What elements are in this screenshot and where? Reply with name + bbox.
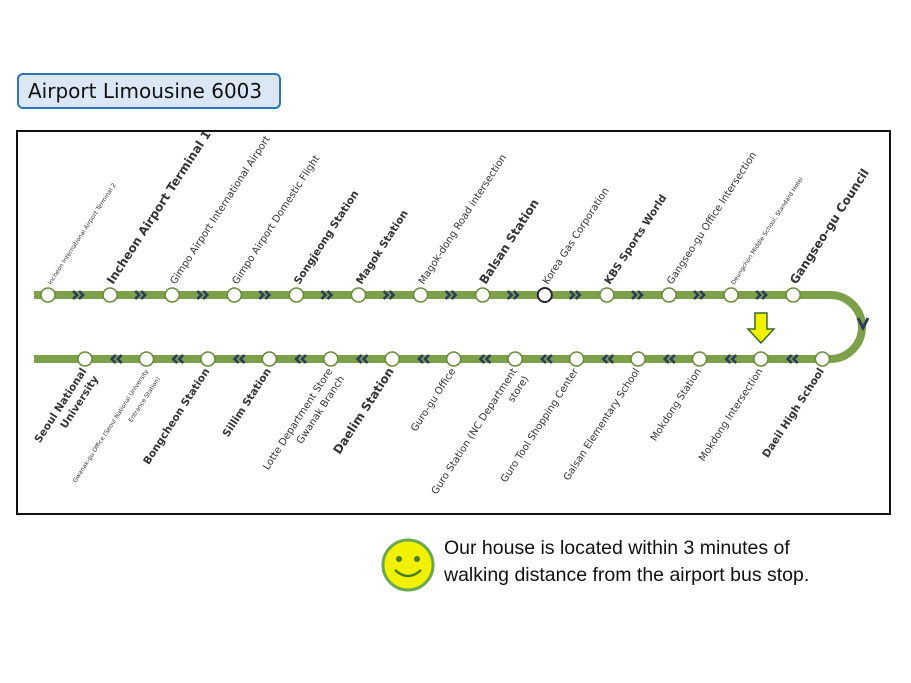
direction-chevron-icon xyxy=(300,354,307,364)
smiley-icon xyxy=(381,538,435,592)
station-marker xyxy=(412,287,429,303)
direction-chevron-icon xyxy=(264,290,272,300)
direction-chevron-icon xyxy=(506,290,514,300)
station-marker xyxy=(138,351,155,367)
direction-chevron-icon xyxy=(134,290,141,300)
direction-chevron-icon xyxy=(177,354,185,364)
direction-chevron-icon xyxy=(388,290,396,300)
direction-chevron-icon xyxy=(78,290,85,300)
direction-chevron-icon xyxy=(662,354,670,364)
direction-chevron-icon xyxy=(320,290,328,300)
direction-chevron-icon xyxy=(72,290,79,300)
direction-chevron-icon xyxy=(601,354,609,364)
direction-chevron-icon xyxy=(196,290,204,300)
direction-chevron-icon xyxy=(417,354,424,364)
station-marker xyxy=(323,351,339,367)
direction-chevron-icon xyxy=(294,354,301,364)
station-marker xyxy=(723,287,739,303)
route-map-frame xyxy=(16,130,891,515)
station-marker xyxy=(288,287,305,303)
station-label: Korea Gas Corporation xyxy=(541,186,612,287)
direction-chevron-icon xyxy=(115,354,123,364)
direction-chevron-icon xyxy=(761,290,768,300)
station-label: Galsan Elementary School xyxy=(562,367,643,483)
station-label: Daeil High School xyxy=(760,366,827,460)
route-line xyxy=(34,291,866,363)
direction-chevron-icon xyxy=(202,290,210,300)
station-marker xyxy=(164,287,180,303)
station-marker xyxy=(40,287,56,303)
station-marker xyxy=(630,351,646,367)
station-marker xyxy=(814,351,831,367)
direction-chevron-icon xyxy=(668,354,676,364)
station-marker xyxy=(445,351,462,367)
station-marker xyxy=(536,287,553,303)
station-marker xyxy=(507,351,523,367)
direction-chevron-icon xyxy=(382,290,390,300)
direction-chevron-icon xyxy=(361,354,369,364)
direction-chevron-icon xyxy=(607,354,615,364)
station-label: Incheon Airport Terminal 1 xyxy=(104,128,214,287)
station-marker xyxy=(785,287,801,303)
direction-chevron-icon xyxy=(450,290,458,300)
station-marker xyxy=(753,351,769,367)
direction-chevron-icon xyxy=(109,354,117,364)
station-label: Guro-gu Office xyxy=(409,367,458,434)
direction-chevron-icon xyxy=(171,354,179,364)
station-marker xyxy=(102,287,118,303)
station-marker xyxy=(384,351,400,367)
station-label: Mokdong Station xyxy=(649,367,704,444)
station-marker xyxy=(661,287,677,303)
direction-chevron-icon xyxy=(568,290,576,300)
station-marker xyxy=(691,351,708,367)
direction-chevron-icon xyxy=(724,354,732,364)
station-label: Incheon International Airport Terminal 2 xyxy=(47,182,118,286)
direction-chevron-icon xyxy=(238,354,246,364)
direction-chevron-icon xyxy=(512,290,520,300)
note-line-2: walking distance from the airport bus st… xyxy=(444,564,810,586)
station-marker xyxy=(226,287,243,303)
station-marker xyxy=(261,351,278,367)
station-marker xyxy=(350,287,367,303)
you-are-here-arrow-icon xyxy=(746,312,776,345)
direction-chevron-icon xyxy=(730,354,738,364)
direction-chevron-icon xyxy=(637,290,644,300)
direction-chevron-icon xyxy=(355,354,363,364)
direction-chevron-icon xyxy=(755,290,762,300)
station-label: Balsan Station xyxy=(476,196,541,286)
direction-chevron-icon xyxy=(326,290,334,300)
direction-chevron-icon xyxy=(631,290,638,300)
direction-chevron-icon xyxy=(699,290,706,300)
direction-chevron-icon xyxy=(423,354,430,364)
direction-chevron-icon xyxy=(693,290,700,300)
station-marker xyxy=(77,351,93,367)
turn-arrow-icon xyxy=(856,317,870,332)
direction-chevron-icon xyxy=(478,354,486,364)
note-line-1: Our house is located within 3 minutes of xyxy=(444,537,790,559)
station-label: Lotte Department Store xyxy=(261,367,335,473)
direction-chevron-icon xyxy=(540,354,547,364)
station-label: Magok Station xyxy=(354,208,411,287)
station-label: Sillim Station xyxy=(220,366,273,439)
station-label: KBS Sports World xyxy=(602,192,669,286)
direction-chevron-icon xyxy=(258,290,266,300)
station-label: Entrance Station) xyxy=(127,376,161,424)
direction-chevron-icon xyxy=(791,354,799,364)
station-label: Songjeong Station xyxy=(292,188,362,286)
house-location-note: Our house is located within 3 minutes of… xyxy=(444,535,809,589)
direction-chevron-icon xyxy=(232,354,240,364)
direction-chevron-icon xyxy=(785,354,793,364)
direction-chevron-icon xyxy=(574,290,582,300)
direction-chevron-icon xyxy=(484,354,492,364)
station-marker xyxy=(474,287,491,303)
direction-chevron-icon xyxy=(546,354,553,364)
station-marker xyxy=(200,351,216,367)
station-marker xyxy=(568,351,585,367)
direction-chevron-icon xyxy=(140,290,147,300)
direction-chevron-icon xyxy=(444,290,452,300)
route-title: Airport Limousine 6003 xyxy=(17,73,281,109)
station-marker xyxy=(599,287,615,303)
station-label: Mokdong Intersection xyxy=(697,367,765,464)
